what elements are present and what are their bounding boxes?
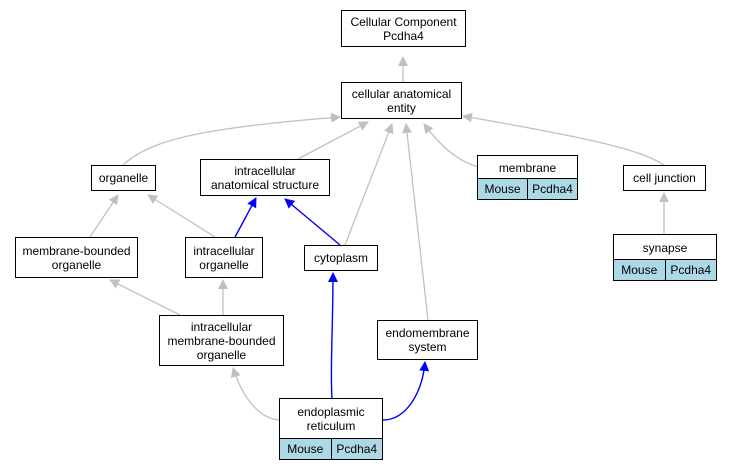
node-title: membrane <box>478 156 577 179</box>
node-title: synapse <box>614 235 716 260</box>
edge-part-of-intracellular-organelle-to-intracellular-anatomical-structure <box>234 197 257 238</box>
edge-is-a-cytoplasm-to-cellular-anatomical-entity <box>344 123 394 246</box>
node-label-line2: entity <box>387 100 416 115</box>
edge-part-of-cytoplasm-to-intracellular-anatomical-structure <box>284 198 341 246</box>
edge-part-of-endoplasmic-reticulum-to-endomembrane-system <box>382 361 430 421</box>
node-cell-junction[interactable]: cell junction <box>623 165 706 191</box>
node-label-line1: membrane-bounded <box>22 243 131 258</box>
edge-is-a-intracellular-anatomical-structure-to-cellular-anatomical-entity <box>297 121 369 160</box>
node-membrane[interactable]: membrane Mouse Pcdha4 <box>477 155 578 200</box>
edge-is-a-membrane-bounded-organelle-to-organelle <box>89 194 119 238</box>
node-label-line1: intracellular <box>193 243 255 258</box>
edge-is-a-organelle-to-cellular-anatomical-entity <box>122 112 341 166</box>
organism-cell[interactable]: Mouse <box>478 179 527 199</box>
organism-cell[interactable]: Mouse <box>614 260 665 280</box>
node-label-line1: endomembrane <box>385 326 470 340</box>
gene-cell[interactable]: Pcdha4 <box>664 260 716 280</box>
edge-is-a-membrane-to-cellular-anatomical-entity <box>423 123 479 168</box>
node-label: membrane <box>498 160 557 175</box>
node-label-line2: system <box>408 340 447 354</box>
node-label: cytoplasm <box>313 251 369 265</box>
node-label-line2: reticulum <box>306 419 356 433</box>
node-label: organelle <box>98 171 149 185</box>
node-label-line2: organelle <box>199 257 249 272</box>
edge-is-a-intracellular-membrane-bounded-organelle-to-membrane-bounded-organelle <box>109 279 181 316</box>
node-label-line2: membrane-bounded <box>167 333 276 348</box>
gene-cell[interactable]: Pcdha4 <box>527 179 577 199</box>
annotation-row: Mouse Pcdha4 <box>614 259 716 280</box>
node-label: synapse <box>642 240 688 255</box>
node-organelle[interactable]: organelle <box>91 165 156 191</box>
node-label-line3: organelle <box>196 347 247 362</box>
node-synapse[interactable]: synapse Mouse Pcdha4 <box>613 234 717 281</box>
gene-cell[interactable]: Pcdha4 <box>330 439 382 459</box>
edge-part-of-endoplasmic-reticulum-to-cytoplasm <box>327 272 338 399</box>
node-label-line2: Pcdha4 <box>383 28 424 43</box>
organism-cell[interactable]: Mouse <box>280 439 331 459</box>
annotation-row: Mouse Pcdha4 <box>478 178 577 199</box>
node-label-line1: cellular anatomical <box>351 86 452 101</box>
node-label: cell junction <box>633 171 696 185</box>
node-label-line1: Cellular Component <box>350 14 457 29</box>
node-label-line2: organelle <box>51 257 102 272</box>
node-cytoplasm[interactable]: cytoplasm <box>304 245 378 271</box>
edge-is-a-cell-junction-to-cellular-anatomical-entity <box>462 112 665 166</box>
node-label-line2: anatomical structure <box>210 177 320 192</box>
edge-is-a-intracellular-organelle-to-organelle <box>147 194 216 238</box>
node-label-line1: intracellular <box>234 163 296 178</box>
node-label-line1: endoplasmic <box>297 405 365 419</box>
edge-is-a-endomembrane-system-to-cellular-anatomical-entity <box>402 123 429 321</box>
edge-is-a-endoplasmic-reticulum-to-intracellular-membrane-bounded-organelle <box>230 367 280 421</box>
annotation-row: Mouse Pcdha4 <box>280 438 382 459</box>
node-label-line1: intracellular <box>190 319 253 334</box>
